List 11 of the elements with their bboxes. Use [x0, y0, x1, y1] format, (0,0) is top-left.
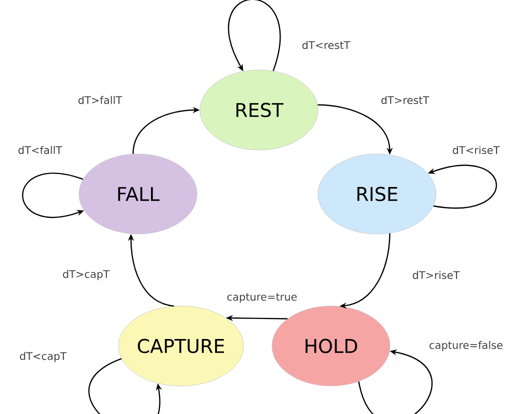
self-loop-arrow [228, 0, 280, 72]
edge-label: dT>restT [380, 94, 430, 106]
edge-label: dT<capT [18, 350, 68, 364]
edge-label: dT>fallT [76, 94, 124, 106]
edge-label: dT<fallT [16, 144, 64, 156]
edge-label: dT>riseT [411, 270, 461, 280]
edge-label: dT<riseT [451, 144, 501, 156]
edge-label: dT>capT [61, 268, 111, 282]
edge-label: dT<restT [300, 40, 352, 50]
edge-label: capture=true [226, 292, 298, 304]
edge-label: capture=false [428, 340, 504, 352]
